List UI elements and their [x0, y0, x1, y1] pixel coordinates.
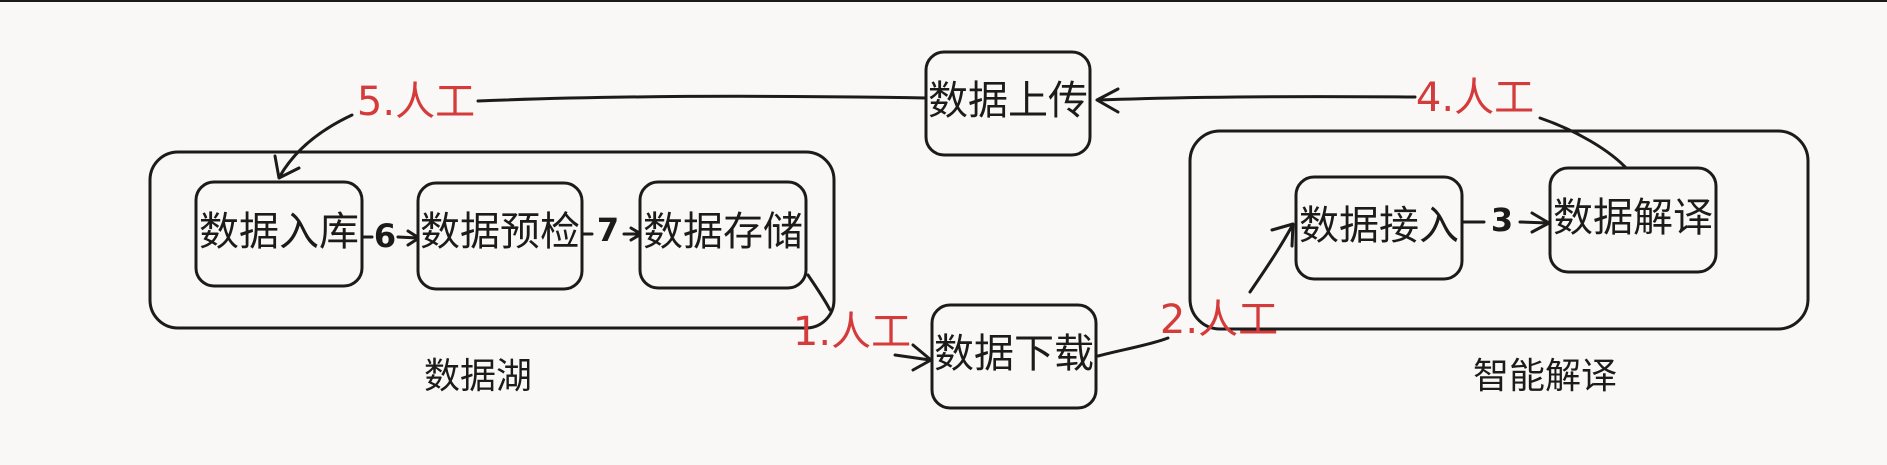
- node-precheck-label: 数据预检: [420, 209, 580, 255]
- node-ingest-label: 数据入库: [199, 209, 359, 255]
- edge-5-label: 5.人工: [357, 79, 475, 125]
- node-access-box: [1294, 175, 1464, 281]
- node-interpret-box: [1548, 166, 1718, 274]
- smart-interpret-caption: 智能解译: [1473, 356, 1617, 397]
- edge-2-arrowhead: [1270, 222, 1295, 248]
- edge-1-label: 1.人工: [793, 309, 911, 355]
- edge-5-line: [476, 94, 928, 103]
- node-interpret-label: 数据解译: [1553, 195, 1713, 241]
- node-ingest[interactable]: 数据入库: [194, 180, 364, 288]
- edge-4-label: 4.人工: [1416, 75, 1534, 121]
- node-interpret[interactable]: 数据解译: [1548, 166, 1718, 274]
- top-border: [0, 0, 1887, 2]
- node-upload-label: 数据上传: [928, 78, 1088, 124]
- edge-5-line-b: [278, 113, 354, 178]
- edge-3-line-b: [1518, 220, 1550, 225]
- node-storage[interactable]: 数据存储: [638, 180, 808, 290]
- node-access-label: 数据接入: [1299, 203, 1459, 249]
- edge-7-label: 7: [597, 211, 619, 249]
- node-access[interactable]: 数据接入: [1294, 175, 1464, 281]
- node-storage-label: 数据存储: [643, 209, 803, 255]
- edge-1-line-b: [893, 353, 932, 362]
- data-lake-group: [148, 150, 836, 330]
- smart-interpret-group: [1188, 129, 1810, 331]
- edge-3-label: 3: [1491, 201, 1513, 239]
- node-download-label: 数据下载: [934, 331, 1094, 377]
- node-ingest-box: [194, 180, 364, 288]
- node-precheck-box: [416, 181, 584, 291]
- node-upload[interactable]: 数据上传: [924, 50, 1092, 157]
- edge-2-label: 2.人工: [1160, 297, 1278, 343]
- node-upload-box: [924, 50, 1092, 157]
- edge-5-arrowhead: [273, 154, 301, 180]
- node-precheck[interactable]: 数据预检: [416, 181, 584, 291]
- edge-4-arrowhead: [1095, 87, 1120, 114]
- edge-6-line-b: [396, 235, 420, 240]
- edge-4-line-b: [1096, 95, 1417, 102]
- edge-2-line-b: [1248, 224, 1294, 294]
- edge-6-label: 6: [374, 217, 396, 255]
- edge-1-line: [806, 273, 832, 312]
- node-download[interactable]: 数据下载: [930, 303, 1098, 410]
- node-download-box: [930, 303, 1098, 410]
- data-lake-caption: 数据湖: [424, 356, 532, 397]
- edge-4-line: [1538, 116, 1630, 172]
- edge-2-line: [1096, 336, 1170, 358]
- node-storage-box: [638, 180, 808, 290]
